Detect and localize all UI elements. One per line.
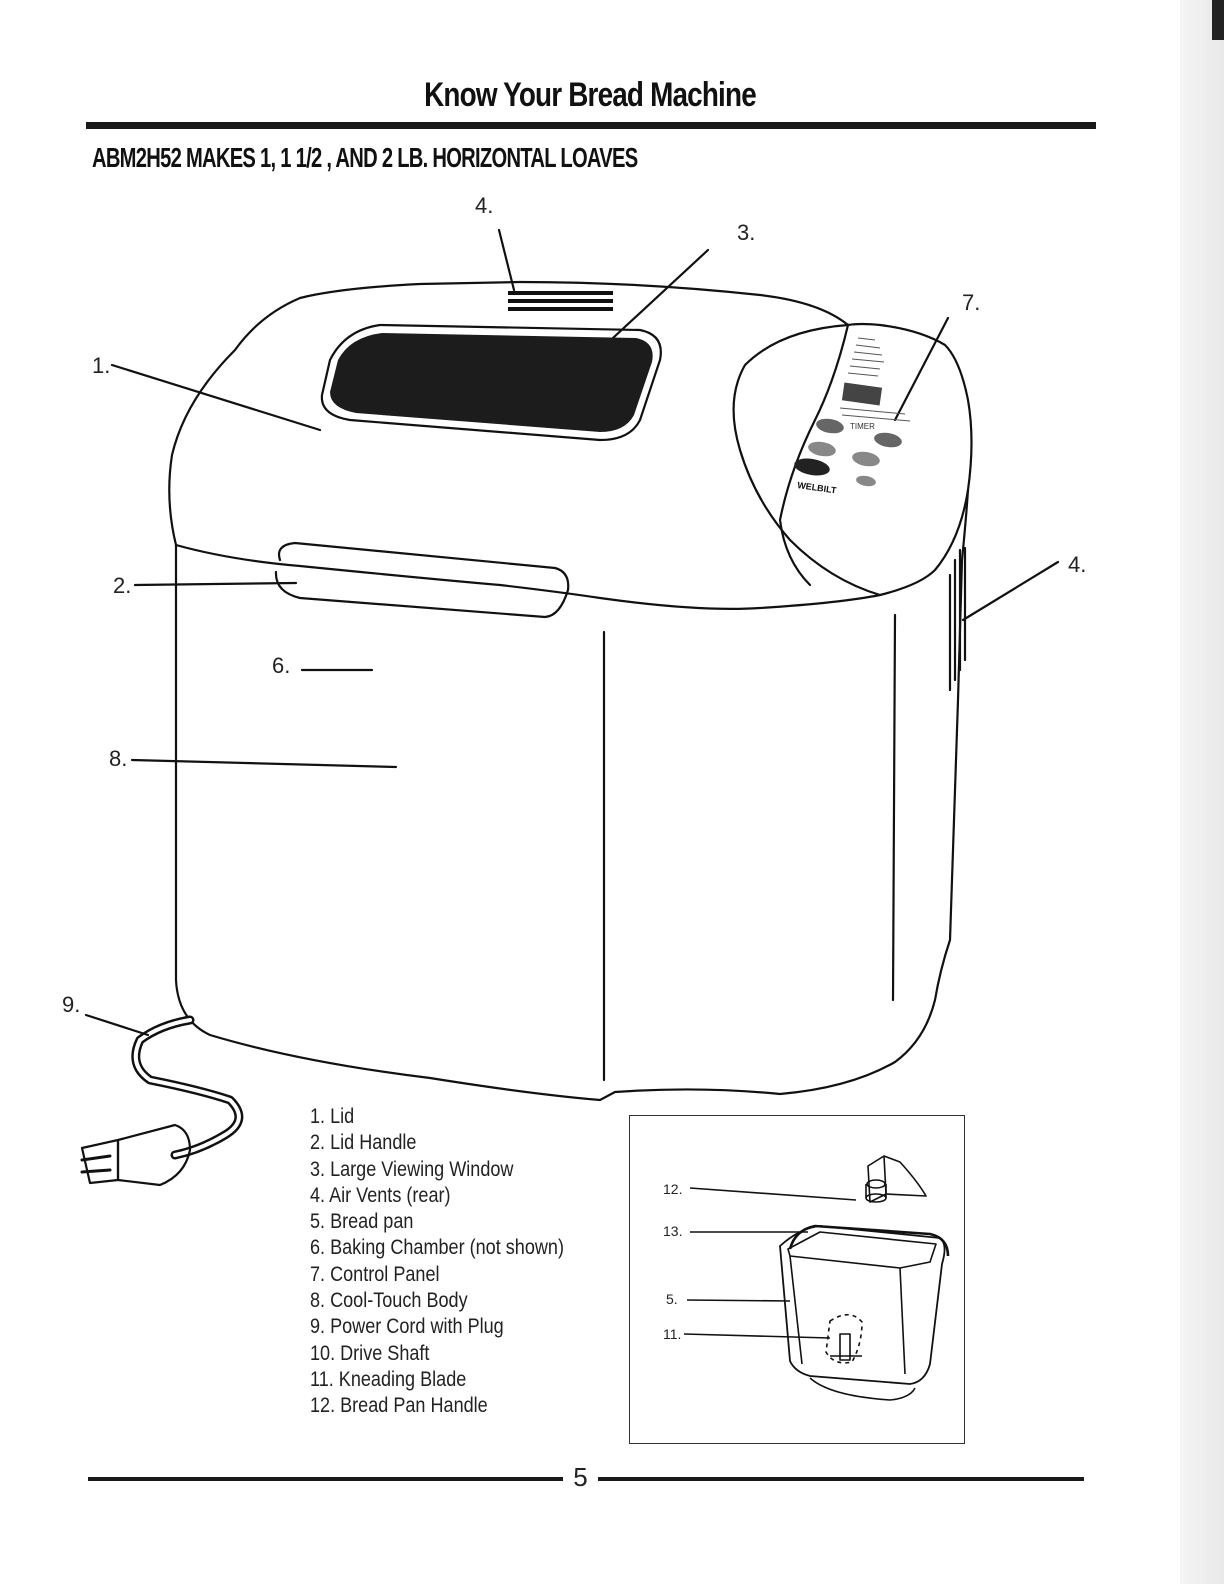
legend-item: 7. Control Panel xyxy=(310,1262,440,1286)
page-edge-shadow xyxy=(1180,0,1224,1584)
callout-9: 9. xyxy=(62,992,81,1017)
legend-item: 9. Power Cord with Plug xyxy=(310,1315,504,1339)
callout-4-top: 4. xyxy=(475,193,494,218)
callout-2: 2. xyxy=(113,573,132,598)
leader-4-top xyxy=(497,228,516,292)
legend-item: 12. Bread Pan Handle xyxy=(310,1394,488,1418)
timer-label: TIMER xyxy=(850,422,875,431)
callout-6: 6. xyxy=(272,653,291,678)
viewing-window-frame xyxy=(320,323,662,442)
bread-pan-inset: 12. 13. 5. 11. xyxy=(629,1115,965,1444)
callout-8: 8. xyxy=(109,746,128,771)
bread-pan-illustration xyxy=(683,1155,950,1401)
plug xyxy=(116,1123,192,1187)
callout-1: 1. xyxy=(92,353,111,378)
legend-item: 1. Lid xyxy=(310,1105,355,1128)
machine-body-outline xyxy=(174,488,970,1102)
leader-3 xyxy=(598,248,710,352)
bread-machine-illustration: TIMER WELBILT xyxy=(80,228,1060,1187)
inset-callout-12: 12. xyxy=(663,1181,683,1197)
legend-item: 6. Baking Chamber (not shown) xyxy=(310,1236,564,1260)
callout-7: 7. xyxy=(962,290,981,315)
legend-item: 5. Bread pan xyxy=(310,1210,414,1234)
page-corner-mark xyxy=(1212,0,1224,40)
inset-callout-11: 11. xyxy=(663,1326,682,1342)
lid-handle-shape xyxy=(274,541,570,619)
lid-outline xyxy=(168,280,850,547)
legend-item: 4. Air Vents (rear) xyxy=(310,1183,451,1207)
leader-8 xyxy=(130,758,398,769)
leader-1 xyxy=(110,363,322,432)
brand-label: WELBILT xyxy=(797,480,838,495)
viewing-window-glass xyxy=(330,333,653,432)
leader-2 xyxy=(133,581,298,587)
leader-7 xyxy=(893,316,950,422)
legend-item: 11. Kneading Blade xyxy=(310,1367,467,1391)
page-number: 5 xyxy=(573,1462,588,1492)
footer-rule-left xyxy=(88,1477,563,1481)
callout-3: 3. xyxy=(737,220,756,245)
inset-callout-5: 5. xyxy=(666,1291,678,1307)
legend-item: 3. Large Viewing Window xyxy=(310,1157,514,1181)
legend-item: 2. Lid Handle xyxy=(310,1131,417,1155)
control-panel-graphic: TIMER WELBILT xyxy=(794,337,911,496)
top-vents xyxy=(508,291,613,311)
leader-9 xyxy=(84,1013,150,1037)
leader-4-side xyxy=(961,560,1060,622)
legend-item: 8. Cool-Touch Body xyxy=(310,1289,468,1313)
title-rule xyxy=(86,122,1096,129)
inset-callout-13: 13. xyxy=(663,1223,683,1239)
parts-legend: 1. Lid 2. Lid Handle 3. Large Viewing Wi… xyxy=(310,1104,605,1420)
footer-rule-right xyxy=(598,1477,1084,1481)
page-title: Know Your Bread Machine xyxy=(424,76,757,114)
legend-item: 10. Drive Shaft xyxy=(310,1341,430,1365)
callout-4-side: 4. xyxy=(1068,552,1087,577)
model-subtitle: ABM2H52 MAKES 1, 1 1/2 , AND 2 LB. HORIZ… xyxy=(92,142,638,173)
